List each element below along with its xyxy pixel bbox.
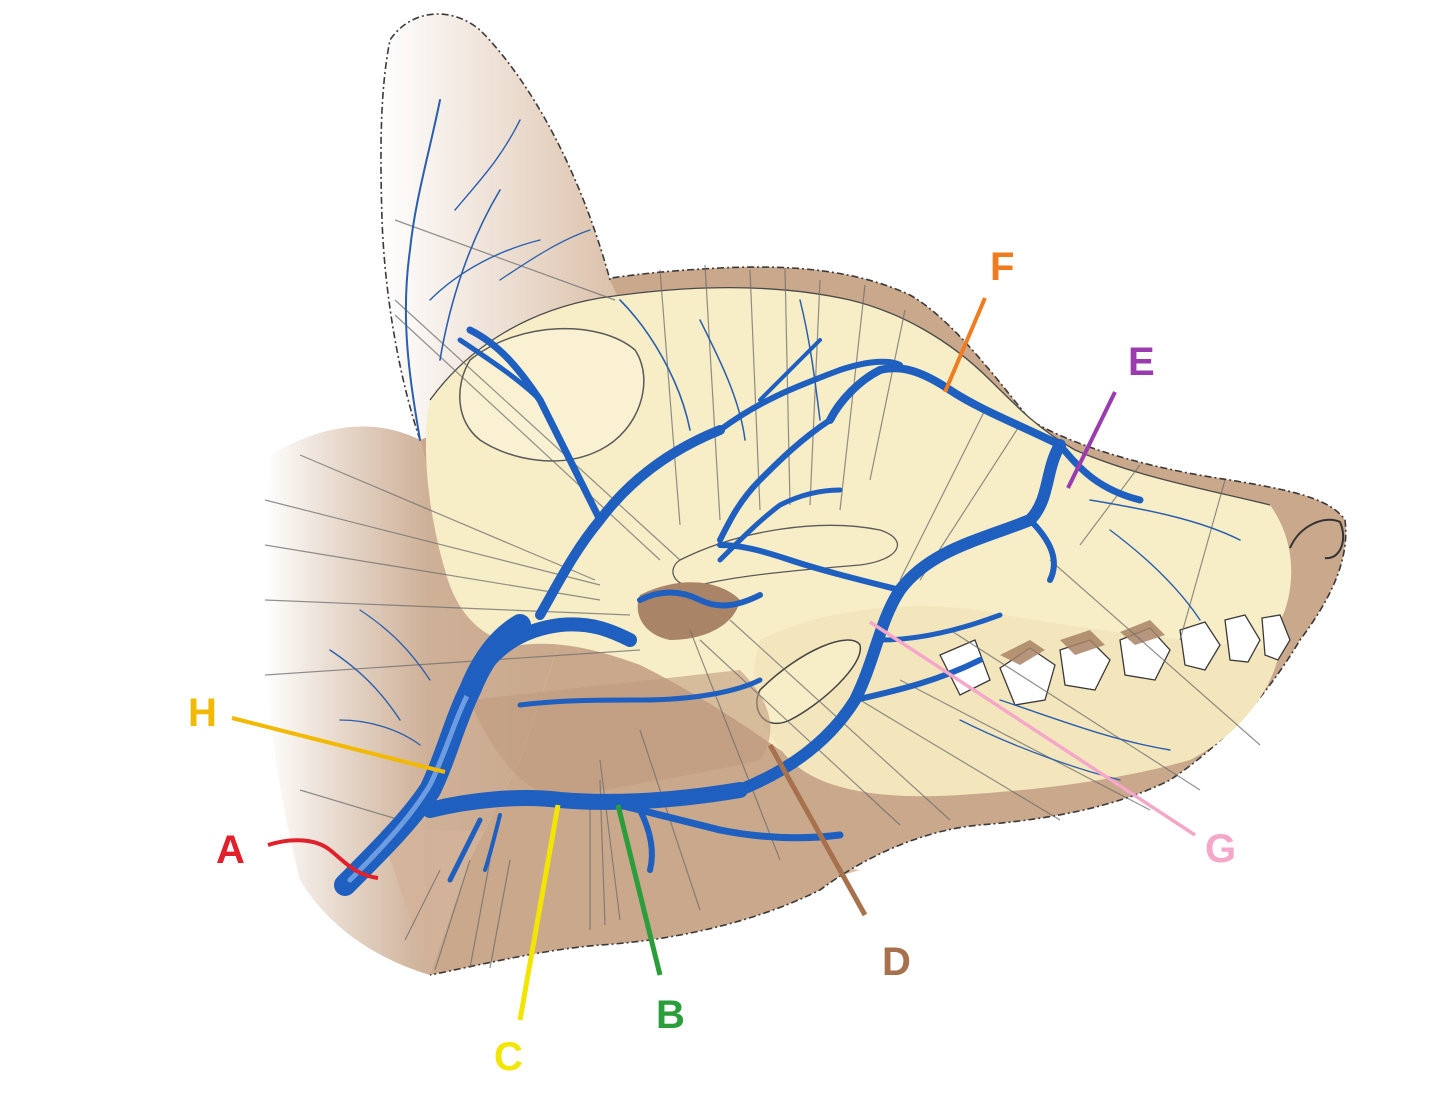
pterygoid-region xyxy=(637,582,740,640)
pointer-H xyxy=(231,716,446,774)
pointer-C xyxy=(517,804,561,1021)
tooth-roots xyxy=(1000,620,1165,665)
pointer-E xyxy=(1066,391,1117,489)
pointer-F xyxy=(943,297,987,393)
labels: A B C D E F G H xyxy=(188,245,1236,1079)
label-A: A xyxy=(216,828,245,872)
label-pointers xyxy=(231,297,1196,1021)
fine-veins xyxy=(329,99,1241,781)
lingual-vein xyxy=(596,796,844,842)
label-F: F xyxy=(990,245,1014,289)
skull-outline xyxy=(429,287,1271,506)
neck-skin xyxy=(264,426,560,975)
head-outline xyxy=(429,266,1347,976)
label-E: E xyxy=(1128,340,1155,384)
ear-outline xyxy=(380,13,611,441)
pointer-D xyxy=(767,743,868,917)
label-G: G xyxy=(1205,827,1236,871)
orbit xyxy=(459,327,645,462)
pointer-B xyxy=(615,804,663,976)
maxillary-vein xyxy=(463,617,637,697)
label-C: C xyxy=(494,1035,523,1079)
angular-vein-of-eye xyxy=(826,364,1064,449)
pointer-G xyxy=(869,620,1196,837)
pointer-A xyxy=(267,838,379,880)
label-B: B xyxy=(656,993,685,1037)
label-D: D xyxy=(882,940,911,984)
nose-outline xyxy=(1289,518,1345,560)
major-veins xyxy=(334,326,1144,896)
label-H: H xyxy=(188,691,217,735)
leader-lines xyxy=(264,219,1261,971)
linguofacial-vein xyxy=(422,782,748,818)
